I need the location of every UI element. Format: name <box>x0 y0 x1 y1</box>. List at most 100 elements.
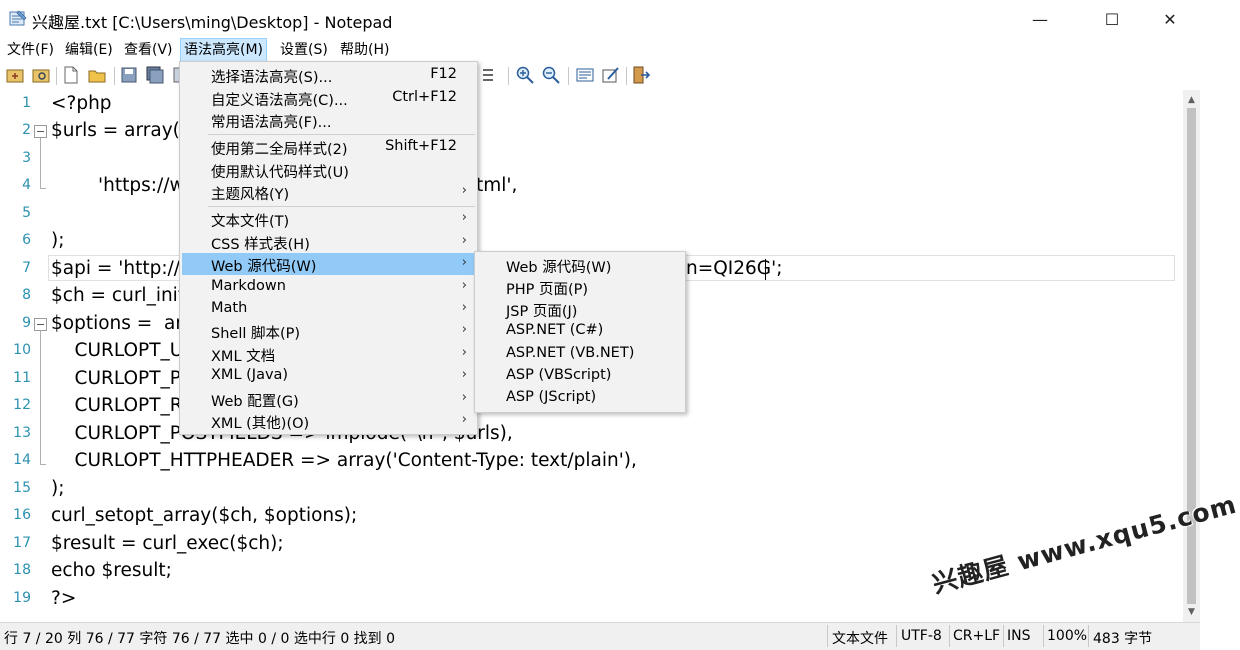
line-number: 12 <box>13 397 31 413</box>
submenu-arrow-icon: › <box>461 367 467 382</box>
line-number: 3 <box>22 150 31 166</box>
menu-item-common-syntax[interactable]: 常用语法高亮(F)... <box>211 115 332 131</box>
submenu-item-jsp[interactable]: JSP 页面(J) <box>506 304 578 320</box>
file-size: 483 字节 <box>1093 631 1153 647</box>
submenu-arrow-icon: › <box>461 300 467 315</box>
code-line: ?> <box>51 588 77 609</box>
view-icon[interactable] <box>576 66 594 84</box>
menu-settings[interactable]: 设置(S) <box>280 42 328 58</box>
open-file-icon[interactable] <box>88 66 106 84</box>
submenu-item-aspnet-csharp[interactable]: ASP.NET (C#) <box>506 322 604 338</box>
menu-item-theme[interactable]: 主题风格(Y)› <box>211 183 467 203</box>
submenu-arrow-icon: › <box>461 210 467 225</box>
minimize-button[interactable]: — <box>1017 0 1063 38</box>
menu-edit[interactable]: 编辑(E) <box>65 42 113 58</box>
cursor-position: 行 7 / 20 列 76 / 77 字符 76 / 77 选中 0 / 0 选… <box>4 631 396 647</box>
line-number: 6 <box>22 232 31 248</box>
menu-item-text-file[interactable]: 文本文件(T)› <box>211 210 467 230</box>
line-number: 5 <box>22 205 31 221</box>
menu-item-second-global-style[interactable]: 使用第二全局样式(2)Shift+F12 <box>211 138 457 158</box>
line-number: 17 <box>13 535 31 551</box>
submenu-item-asp-vbscript[interactable]: ASP (VBScript) <box>506 367 612 383</box>
settings-pen-icon[interactable] <box>602 66 620 84</box>
wrap-icon[interactable] <box>480 66 498 84</box>
line-number: 4 <box>22 177 31 193</box>
line-number: 19 <box>13 590 31 606</box>
code-line: ); <box>51 230 65 251</box>
code-line: $ch = curl_init( <box>51 285 193 306</box>
code-line: $urls = array( <box>51 120 180 141</box>
submenu-arrow-icon: › <box>461 390 467 405</box>
menu-item-shell[interactable]: Shell 脚本(P)› <box>211 322 467 342</box>
file-type[interactable]: 文本文件 <box>832 631 888 647</box>
submenu-item-php[interactable]: PHP 页面(P) <box>506 282 589 298</box>
minimize-icon: — <box>1032 9 1048 29</box>
scroll-up-icon[interactable]: ▲ <box>1188 95 1195 105</box>
line-number: 15 <box>13 480 31 496</box>
code-line: $options = arr <box>51 313 191 334</box>
submenu-item-web-source[interactable]: Web 源代码(W) <box>506 260 612 276</box>
scroll-down-icon[interactable]: ▼ <box>1188 607 1195 617</box>
notepad-app-icon <box>9 10 27 26</box>
zoom-out-icon[interactable] <box>542 66 560 84</box>
insert-mode[interactable]: INS <box>1007 628 1031 644</box>
window-title: 兴趣屋.txt [C:\Users\ming\Desktop] - Notepa… <box>32 13 393 32</box>
open-folder-icon[interactable] <box>32 66 50 84</box>
menu-item-markdown[interactable]: Markdown› <box>211 278 467 294</box>
code-line: CURLOPT_U <box>51 340 184 361</box>
submenu-item-asp-jscript[interactable]: ASP (JScript) <box>506 389 597 405</box>
exit-icon[interactable] <box>632 66 651 84</box>
menu-file[interactable]: 文件(F) <box>7 42 54 58</box>
menu-item-math[interactable]: Math› <box>211 300 467 316</box>
menu-item-default-code-style[interactable]: 使用默认代码样式(U) <box>211 165 349 181</box>
line-number: 7 <box>22 260 31 276</box>
line-number: 18 <box>13 562 31 578</box>
save-icon[interactable] <box>120 66 138 84</box>
menu-view[interactable]: 查看(V) <box>124 42 173 58</box>
close-icon: ✕ <box>1163 9 1177 29</box>
zoom-level[interactable]: 100% <box>1047 628 1088 644</box>
menu-item-custom-syntax[interactable]: 自定义语法高亮(C)...Ctrl+F12 <box>211 89 457 109</box>
submenu-item-aspnet-vbnet[interactable]: ASP.NET (VB.NET) <box>506 345 635 361</box>
fold-toggle[interactable] <box>34 125 47 138</box>
fold-toggle[interactable] <box>34 318 47 331</box>
menu-item-select-syntax[interactable]: 选择语法高亮(S)...F12 <box>211 66 457 86</box>
save-all-icon[interactable] <box>146 66 164 84</box>
line-number: 14 <box>13 452 31 468</box>
submenu-arrow-icon: › <box>461 183 467 198</box>
line-number: 16 <box>13 507 31 523</box>
menu-item-web-config[interactable]: Web 配置(G)› <box>211 390 467 410</box>
close-button[interactable]: ✕ <box>1147 0 1193 38</box>
line-number: 1 <box>22 95 31 111</box>
menu-item-xml-other[interactable]: XML (其他)(O)› <box>211 412 467 432</box>
new-file-icon[interactable] <box>62 66 80 84</box>
menu-item-css[interactable]: CSS 样式表(H)› <box>211 233 467 253</box>
line-number: 10 <box>13 342 31 358</box>
menu-item-web-source[interactable]: Web 源代码(W)› <box>182 253 475 275</box>
code-line: $api = 'http://c <box>51 258 191 279</box>
menu-syntax-highlight[interactable]: 语法高亮(M) <box>180 38 268 62</box>
code-line: $result = curl_exec($ch); <box>51 533 284 554</box>
menu-item-xml-java[interactable]: XML (Java)› <box>211 367 467 383</box>
code-line: curl_setopt_array($ch, $options); <box>51 505 358 526</box>
code-line: CURLOPT_HTTPHEADER => array('Content-Typ… <box>51 450 637 471</box>
line-number: 11 <box>13 370 31 386</box>
line-ending[interactable]: CR+LF <box>953 628 1001 644</box>
code-line: CURLOPT_P <box>51 368 181 389</box>
scrollbar-thumb[interactable] <box>1187 108 1196 604</box>
menu-help[interactable]: 帮助(H) <box>340 42 390 58</box>
submenu-arrow-icon: › <box>461 278 467 293</box>
submenu-arrow-icon: › <box>461 412 467 427</box>
title-bar: 兴趣屋.txt [C:\Users\ming\Desktop] - Notepa… <box>0 0 1200 38</box>
maximize-button[interactable]: ☐ <box>1089 0 1135 38</box>
submenu-arrow-icon: › <box>461 233 467 248</box>
new-tab-icon[interactable] <box>6 66 24 84</box>
code-line: echo $result; <box>51 560 172 581</box>
code-line-tail: tml', <box>476 175 518 196</box>
line-number: 8 <box>22 287 31 303</box>
zoom-in-icon[interactable] <box>516 66 534 84</box>
menu-bar: 文件(F) 编辑(E) 查看(V) 语法高亮(M) 设置(S) 帮助(H) <box>0 38 1200 62</box>
encoding[interactable]: UTF-8 <box>901 628 942 644</box>
menu-item-xml[interactable]: XML 文档› <box>211 345 467 365</box>
syntax-highlight-menu: 选择语法高亮(S)...F12 自定义语法高亮(C)...Ctrl+F12 常用… <box>179 61 478 435</box>
